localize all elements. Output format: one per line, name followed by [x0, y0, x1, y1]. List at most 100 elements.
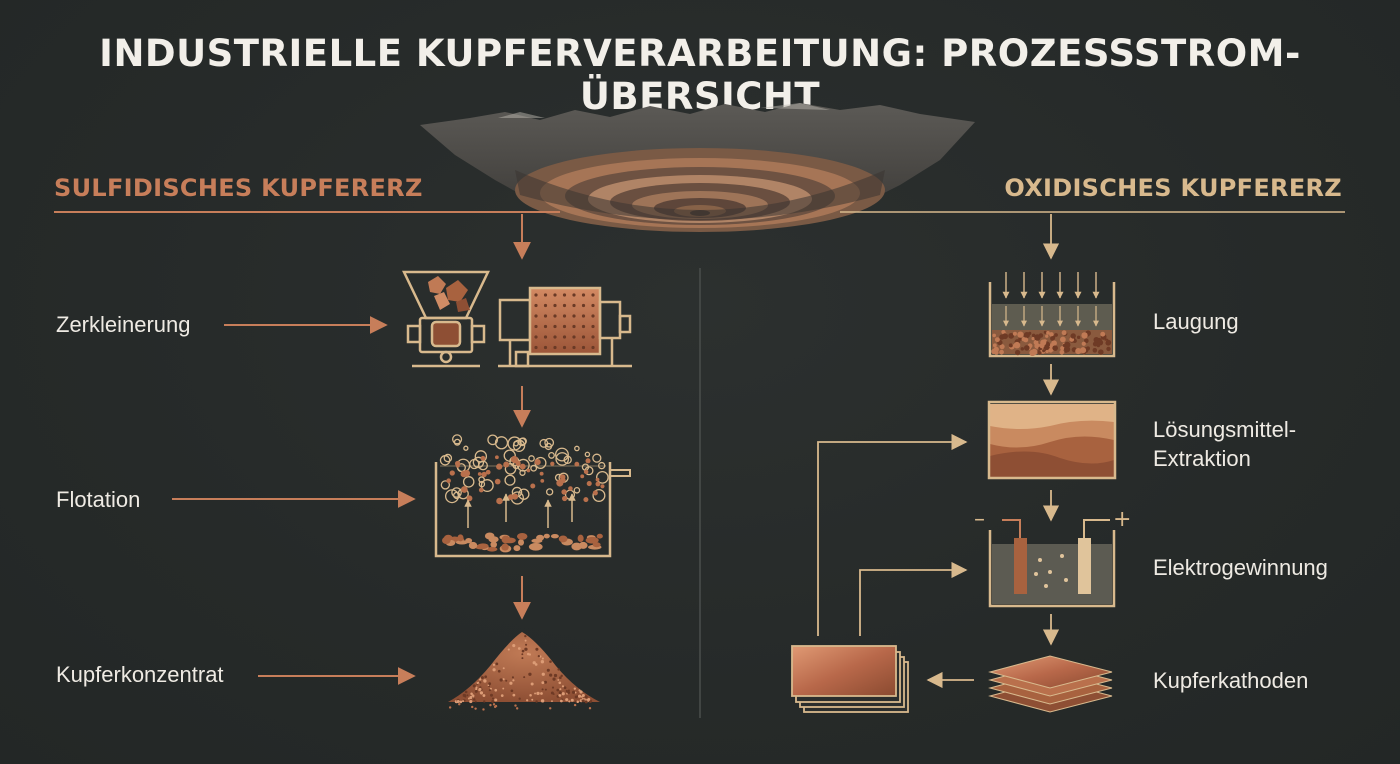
mill-hole: [553, 303, 557, 308]
ore-grain: [1012, 331, 1017, 336]
oxide-ore-heading: OXIDISCHES KUPFERERZ: [1004, 174, 1342, 202]
pile-grain: [551, 700, 553, 703]
bubble: [573, 486, 581, 494]
pile-grain: [541, 681, 545, 685]
mill-hole: [543, 335, 548, 339]
settled-particle: [468, 541, 478, 550]
pile-grain: [491, 697, 495, 700]
pile-grain: [541, 688, 544, 691]
mill-hole: [572, 345, 576, 350]
settled-particle: [528, 543, 543, 551]
froth-particle: [510, 455, 518, 464]
pile-grain: [544, 688, 547, 691]
pile-grain: [459, 700, 463, 704]
mill-hole: [581, 345, 586, 350]
sulfide-ore-heading: SULFIDISCHES KUPFERERZ: [54, 174, 423, 202]
pile-grain: [587, 698, 591, 701]
ore-grain: [1105, 339, 1112, 346]
pile-grain: [544, 680, 548, 684]
pile-grain: [528, 653, 532, 656]
bubble: [530, 464, 538, 472]
bubble: [474, 450, 488, 463]
pile-grain: [552, 677, 556, 681]
pile-grain: [553, 673, 558, 678]
pile-grain: [492, 668, 496, 672]
pile-grain: [559, 699, 563, 703]
recycle-line-to-extraction: [817, 433, 968, 636]
ion-dot: [1044, 584, 1048, 588]
ore-grain: [1098, 349, 1104, 355]
pile-grain: [560, 674, 563, 678]
pile-grain: [563, 686, 567, 690]
label-laugung: Laugung: [1153, 309, 1239, 334]
bubble: [452, 434, 463, 445]
pile-grain: [482, 694, 486, 697]
bubble: [487, 434, 498, 446]
pile-grain: [511, 676, 514, 679]
pile-grain: [502, 667, 505, 670]
label-elektrogewinnung: Elektrogewinnung: [1153, 555, 1328, 580]
mill-hole: [553, 293, 557, 297]
settled-particle: [486, 546, 498, 552]
ore-grain: [1002, 333, 1009, 340]
ball-mill-perforations: [534, 293, 595, 350]
pile-grain: [472, 684, 476, 688]
mill-hole: [543, 314, 548, 318]
froth-particle: [503, 461, 510, 468]
mill-hole: [534, 335, 538, 339]
pile-grain: [546, 668, 550, 672]
mill-hole: [543, 293, 548, 297]
open-pit-mine-illustration: [420, 103, 975, 232]
bubble: [451, 487, 462, 498]
pile-grain: [571, 690, 576, 694]
mill-hole: [534, 293, 538, 297]
pile-grain: [561, 692, 565, 696]
ore-grain: [992, 343, 997, 348]
settled-particle: [518, 539, 525, 546]
settled-particle: [442, 536, 451, 545]
ore-grain: [1046, 330, 1050, 335]
pile-grain: [483, 679, 486, 682]
ore-grain: [1045, 334, 1049, 338]
froth-particle: [530, 483, 536, 489]
mill-hole: [534, 314, 538, 318]
label-kupferkathoden: Kupferkathoden: [1153, 668, 1309, 693]
pile-grain: [529, 693, 532, 697]
pile-grain: [524, 634, 527, 638]
ore-grain: [1013, 341, 1021, 349]
pile-grain: [475, 686, 478, 689]
pile-grain: [541, 672, 545, 676]
bubble: [544, 437, 555, 448]
pile-grain: [462, 693, 466, 697]
pile-grain: [549, 660, 552, 663]
pile-grain: [469, 699, 473, 704]
ore-grain: [991, 348, 997, 355]
pile-grain: [559, 676, 562, 680]
pile-grain: [558, 691, 562, 695]
froth-particle: [496, 497, 503, 505]
settled-particle: [550, 533, 559, 539]
pile-grain: [512, 693, 516, 697]
settled-particle: [455, 540, 468, 545]
pile-grain: [523, 676, 526, 679]
bubble: [528, 455, 535, 462]
mill-hole: [581, 293, 586, 297]
froth-particle: [478, 487, 484, 493]
pile-grain: [500, 694, 504, 697]
pile-grain: [497, 669, 501, 673]
pile-grain: [532, 661, 536, 665]
froth-particle: [461, 486, 468, 493]
ore-grain: [1081, 341, 1086, 346]
pile-grain: [448, 706, 452, 709]
pile-grain: [580, 695, 583, 698]
label-flotation: Flotation: [56, 487, 141, 512]
pile-grain: [456, 700, 460, 704]
settled-particle: [484, 532, 495, 540]
pile-grain: [557, 679, 560, 681]
pile-grain: [552, 693, 555, 695]
settled-particle: [585, 536, 599, 544]
pile-grain: [535, 647, 539, 651]
ore-grain: [999, 349, 1004, 355]
flotation-particles: [442, 455, 605, 553]
mill-hole: [543, 303, 548, 308]
